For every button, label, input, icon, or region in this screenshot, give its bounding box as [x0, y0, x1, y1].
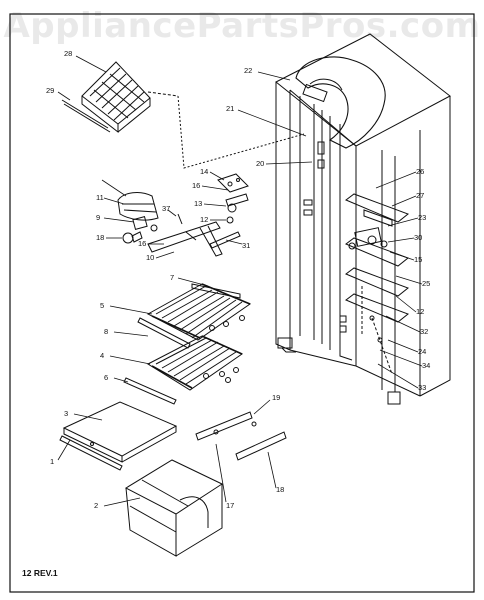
- part-label-17: 17: [226, 501, 235, 510]
- part-label-16-upper: 16: [192, 181, 201, 190]
- part-label-28: 28: [64, 49, 73, 58]
- part-label-15: 15: [414, 255, 423, 264]
- part-label-22: 22: [244, 66, 253, 75]
- wire-shelves-drawing: [123, 283, 252, 405]
- part-label-5: 5: [100, 301, 105, 310]
- part-label-24: 24: [418, 347, 427, 356]
- part-label-13: 13: [194, 199, 203, 208]
- ice-tray-drawing: [61, 61, 305, 169]
- part-label-12-left: 12: [200, 215, 209, 224]
- part-label-20: 20: [256, 159, 265, 168]
- part-label-9: 9: [96, 213, 101, 222]
- part-label-27: 27: [416, 191, 425, 200]
- part-label-1: 1: [50, 457, 55, 466]
- part-label-8: 8: [104, 327, 109, 336]
- part-label-18-rail: 18: [276, 485, 285, 494]
- part-label-25: 25: [422, 279, 431, 288]
- cabinet-drawing: [275, 33, 451, 405]
- part-label-21: 21: [226, 104, 235, 113]
- revision-label: 12 REV.1: [22, 568, 58, 578]
- part-label-18-bulb: 18: [96, 233, 105, 242]
- part-label-29: 29: [46, 86, 55, 95]
- part-label-16-lower: 16: [138, 239, 147, 248]
- part-label-37: 37: [162, 204, 171, 213]
- part-label-30: 30: [414, 233, 423, 242]
- part-label-7: 7: [170, 273, 175, 282]
- rails-drawing: [195, 411, 287, 461]
- part-label-2: 2: [94, 501, 99, 510]
- leader-lines: [57, 55, 423, 507]
- part-label-33: 33: [418, 383, 427, 392]
- part-label-32: 32: [420, 327, 429, 336]
- part-label-10: 10: [146, 253, 155, 262]
- part-label-34: 34: [422, 361, 431, 370]
- part-label-19: 19: [272, 393, 281, 402]
- crisper-drawing: [59, 401, 224, 557]
- part-label-14: 14: [200, 167, 209, 176]
- part-label-3: 3: [64, 409, 69, 418]
- part-label-23: 23: [418, 213, 427, 222]
- light-assembly-drawing: [117, 173, 249, 257]
- part-label-12-right: 12: [416, 307, 425, 316]
- part-label-26: 26: [416, 167, 425, 176]
- part-label-4: 4: [100, 351, 105, 360]
- part-label-6: 6: [104, 373, 109, 382]
- part-label-11: 11: [96, 193, 104, 202]
- part-label-31: 31: [242, 241, 251, 250]
